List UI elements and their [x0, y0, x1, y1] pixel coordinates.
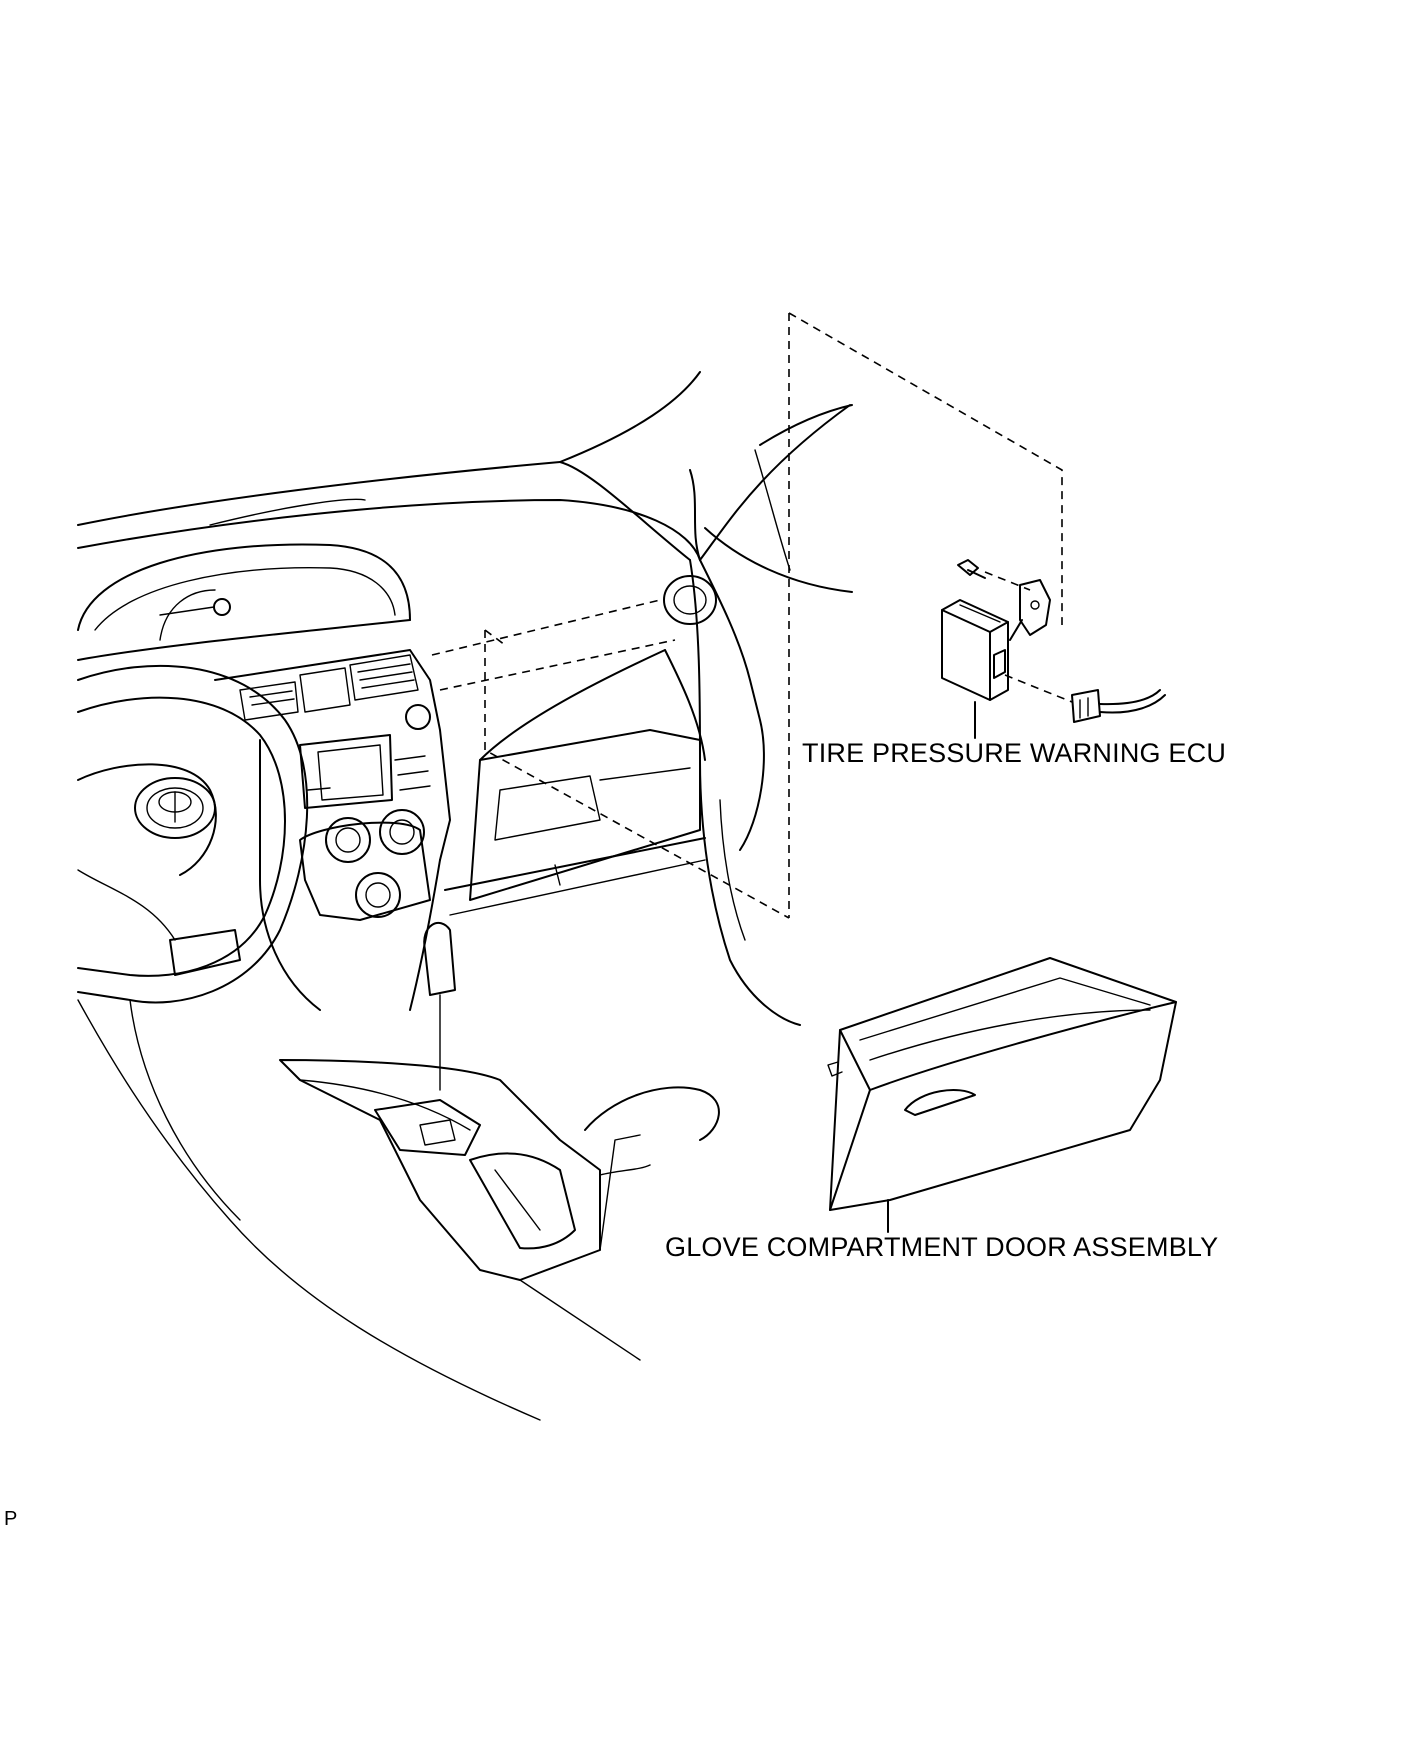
- steering-wheel: [77, 664, 541, 1421]
- instrument-cluster: [77, 543, 411, 661]
- glove-compartment-door: [827, 957, 1177, 1233]
- center-stack: [214, 649, 451, 1011]
- glove-box-opening: [444, 575, 717, 916]
- installation-guides: [431, 312, 1073, 919]
- glove-compartment-label: GLOVE COMPARTMENT DOOR ASSEMBLY: [665, 1232, 1219, 1262]
- tire-pressure-warning-ecu: [941, 559, 1166, 739]
- ecu-label: TIRE PRESSURE WARNING ECU: [802, 738, 1227, 768]
- center-console: [279, 921, 720, 1361]
- dashboard: [77, 371, 853, 1026]
- figure-code: P: [4, 1508, 18, 1530]
